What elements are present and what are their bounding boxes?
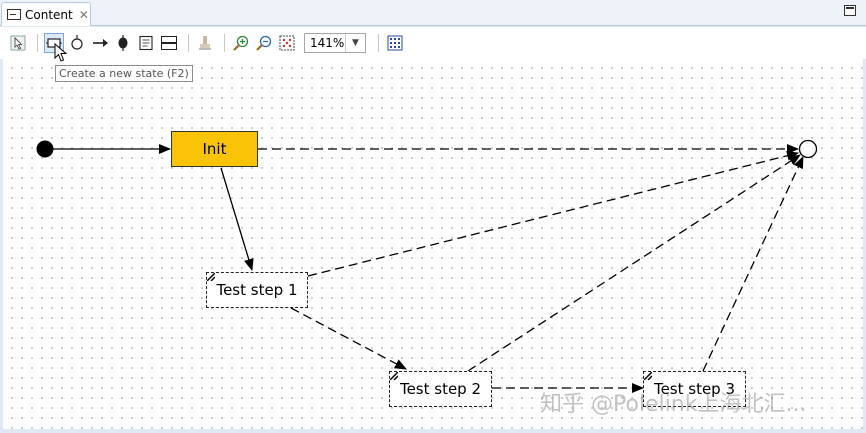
fit-icon	[279, 35, 295, 51]
tooltip: Create a new state (F2)	[55, 65, 193, 82]
zoom-out-icon	[256, 35, 272, 51]
diagram-canvas[interactable]: Init Test step 1 Test step 2 Test step 3	[3, 59, 863, 429]
state-test-step-3[interactable]: Test step 3	[643, 371, 746, 407]
new-transition-button[interactable]	[90, 33, 110, 53]
transition-step2-to-final[interactable]	[467, 154, 801, 372]
toolbar-separator	[224, 34, 225, 52]
separator-icon	[161, 36, 177, 50]
toolbar-separator	[37, 34, 38, 52]
toggle-grid-button[interactable]	[385, 33, 405, 53]
transition-init-to-step1[interactable]	[220, 167, 254, 271]
state-icon	[46, 38, 62, 48]
state-test-step-1[interactable]: Test step 1	[206, 272, 308, 308]
new-note-button[interactable]	[136, 33, 156, 53]
zoom-out-button[interactable]	[254, 33, 274, 53]
zoom-level-value: 141%	[310, 36, 345, 50]
state-label: Test step 2	[399, 380, 482, 398]
chevron-down-icon[interactable]: ▼	[345, 34, 365, 52]
state-test-step-2[interactable]: Test step 2	[389, 371, 492, 407]
initial-state-icon	[71, 35, 83, 50]
content-tab-icon	[7, 9, 21, 20]
transitions-layer	[36, 139, 818, 393]
toolbar: 141% ▼	[0, 27, 866, 59]
initial-pseudo-state[interactable]	[36, 140, 54, 158]
stamp-icon	[199, 36, 211, 50]
resize-corner-icon[interactable]	[207, 273, 215, 281]
state-init[interactable]: Init	[171, 131, 258, 167]
resize-corner-icon[interactable]	[644, 372, 652, 380]
minimize-icon[interactable]	[844, 5, 856, 16]
transition-step1-to-step2[interactable]	[290, 307, 407, 370]
new-initial-state-button[interactable]	[67, 33, 87, 53]
zoom-level-select[interactable]: 141% ▼	[304, 33, 366, 53]
tab-bar: Content ✕	[0, 0, 866, 26]
transition-step1-to-final[interactable]	[307, 150, 799, 277]
state-label: Init	[202, 140, 227, 158]
arrow-icon	[93, 39, 108, 47]
toolbar-separator	[188, 34, 189, 52]
note-icon	[139, 35, 153, 51]
final-pseudo-state[interactable]	[798, 139, 818, 159]
toolbar-separator	[378, 34, 379, 52]
final-state-icon	[118, 35, 128, 51]
window-bottom-edge	[0, 429, 866, 433]
pointer-icon	[10, 35, 26, 51]
mouse-cursor-icon	[54, 43, 68, 62]
zoom-in-button[interactable]	[231, 33, 251, 53]
tab-label: Content	[25, 7, 73, 22]
watermark: 知乎 @Polelink上海北汇...	[540, 392, 807, 417]
close-icon[interactable]: ✕	[78, 7, 89, 22]
grid-icon	[387, 35, 403, 51]
resize-corner-icon[interactable]	[390, 372, 398, 380]
new-separator-button[interactable]	[159, 33, 179, 53]
stamp-button[interactable]	[195, 33, 215, 53]
select-tool-button[interactable]	[8, 33, 28, 53]
tab-content[interactable]: Content ✕	[1, 2, 91, 26]
transition-step3-to-final[interactable]	[702, 156, 804, 372]
zoom-in-icon	[233, 35, 249, 51]
state-label: Test step 3	[653, 380, 736, 398]
state-label: Test step 1	[216, 281, 298, 299]
fit-to-window-button[interactable]	[277, 33, 297, 53]
new-final-state-button[interactable]	[113, 33, 133, 53]
